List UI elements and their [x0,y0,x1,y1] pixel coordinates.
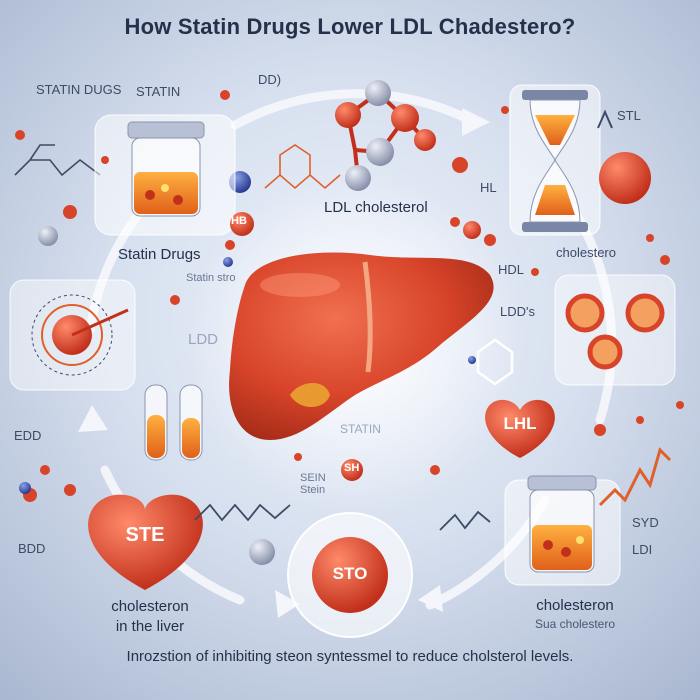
hexagon-left [14,144,101,177]
label-ldd-left: LDD [188,331,219,348]
label-statin-stro: Statin stro [186,272,236,284]
caption-liver-line2: in the liver [115,618,185,635]
caption-right-line2: Sua cholestero [534,617,616,631]
pill-icon [249,539,275,565]
label-edd: EDD [14,428,42,443]
hexagon-right [476,338,514,386]
target-icon [9,279,136,391]
hourglass-icon [509,84,601,236]
heart-badge-right: LHL [503,414,537,433]
page-title: How Statin Drugs Lower LDL Chadestero? [124,14,576,39]
label-hdl: HDL [498,262,525,277]
caption-liver: cholesteron in the liver [90,597,210,637]
label-statin-top: STATIN [136,84,181,99]
cell-icon [554,274,676,386]
footer-caption: Inrozstion of inhibiting steon syntessme… [126,648,574,665]
label-bdd: BDD [18,541,46,556]
label-stl: STL [617,108,641,123]
label-statin-mid: STATIN [340,422,381,436]
heart-icon-right [485,399,555,458]
arrow-head-top [462,108,490,136]
label-sh: SH [344,462,360,474]
caption-right: cholesteron Sua cholestero [500,597,650,633]
test-tube-icon [144,384,203,461]
label-syd: SYD [632,515,659,530]
arrow-head-right-bottom [418,585,443,612]
chemical-chain [264,144,341,190]
arrow-head-bottom [275,590,300,618]
label-statin-dugs: STATIN DUGS [36,82,122,97]
label-hl: HL [480,180,497,195]
label-ldl-cholesterol: LDL cholesterol [324,199,428,216]
label-ddd-top: DD) [258,72,282,87]
label-statin-drugs: Statin Drugs [118,246,201,263]
label-sein-stein: SEIN Stein [300,472,326,496]
label-hb: HB [231,215,247,227]
heart-badge-left: STE [125,524,165,546]
label-ldd-right: LDD's [500,304,535,319]
zigzag-graph-icon-right [598,447,672,507]
caption-right-line1: cholesteron [536,597,614,614]
label-ldi: LDI [632,542,653,557]
circle-badge-bottom: STO [332,564,368,583]
jar-icon [94,114,236,236]
arrow-head-left [78,405,108,432]
jar-icon-bottom [504,475,621,586]
liver-icon [229,252,494,440]
zigzag-graph-icon [194,503,291,522]
heart-icon [88,494,203,590]
caption-liver-line1: cholesteron [111,598,189,615]
label-cholestero-right: cholestero [556,245,616,260]
